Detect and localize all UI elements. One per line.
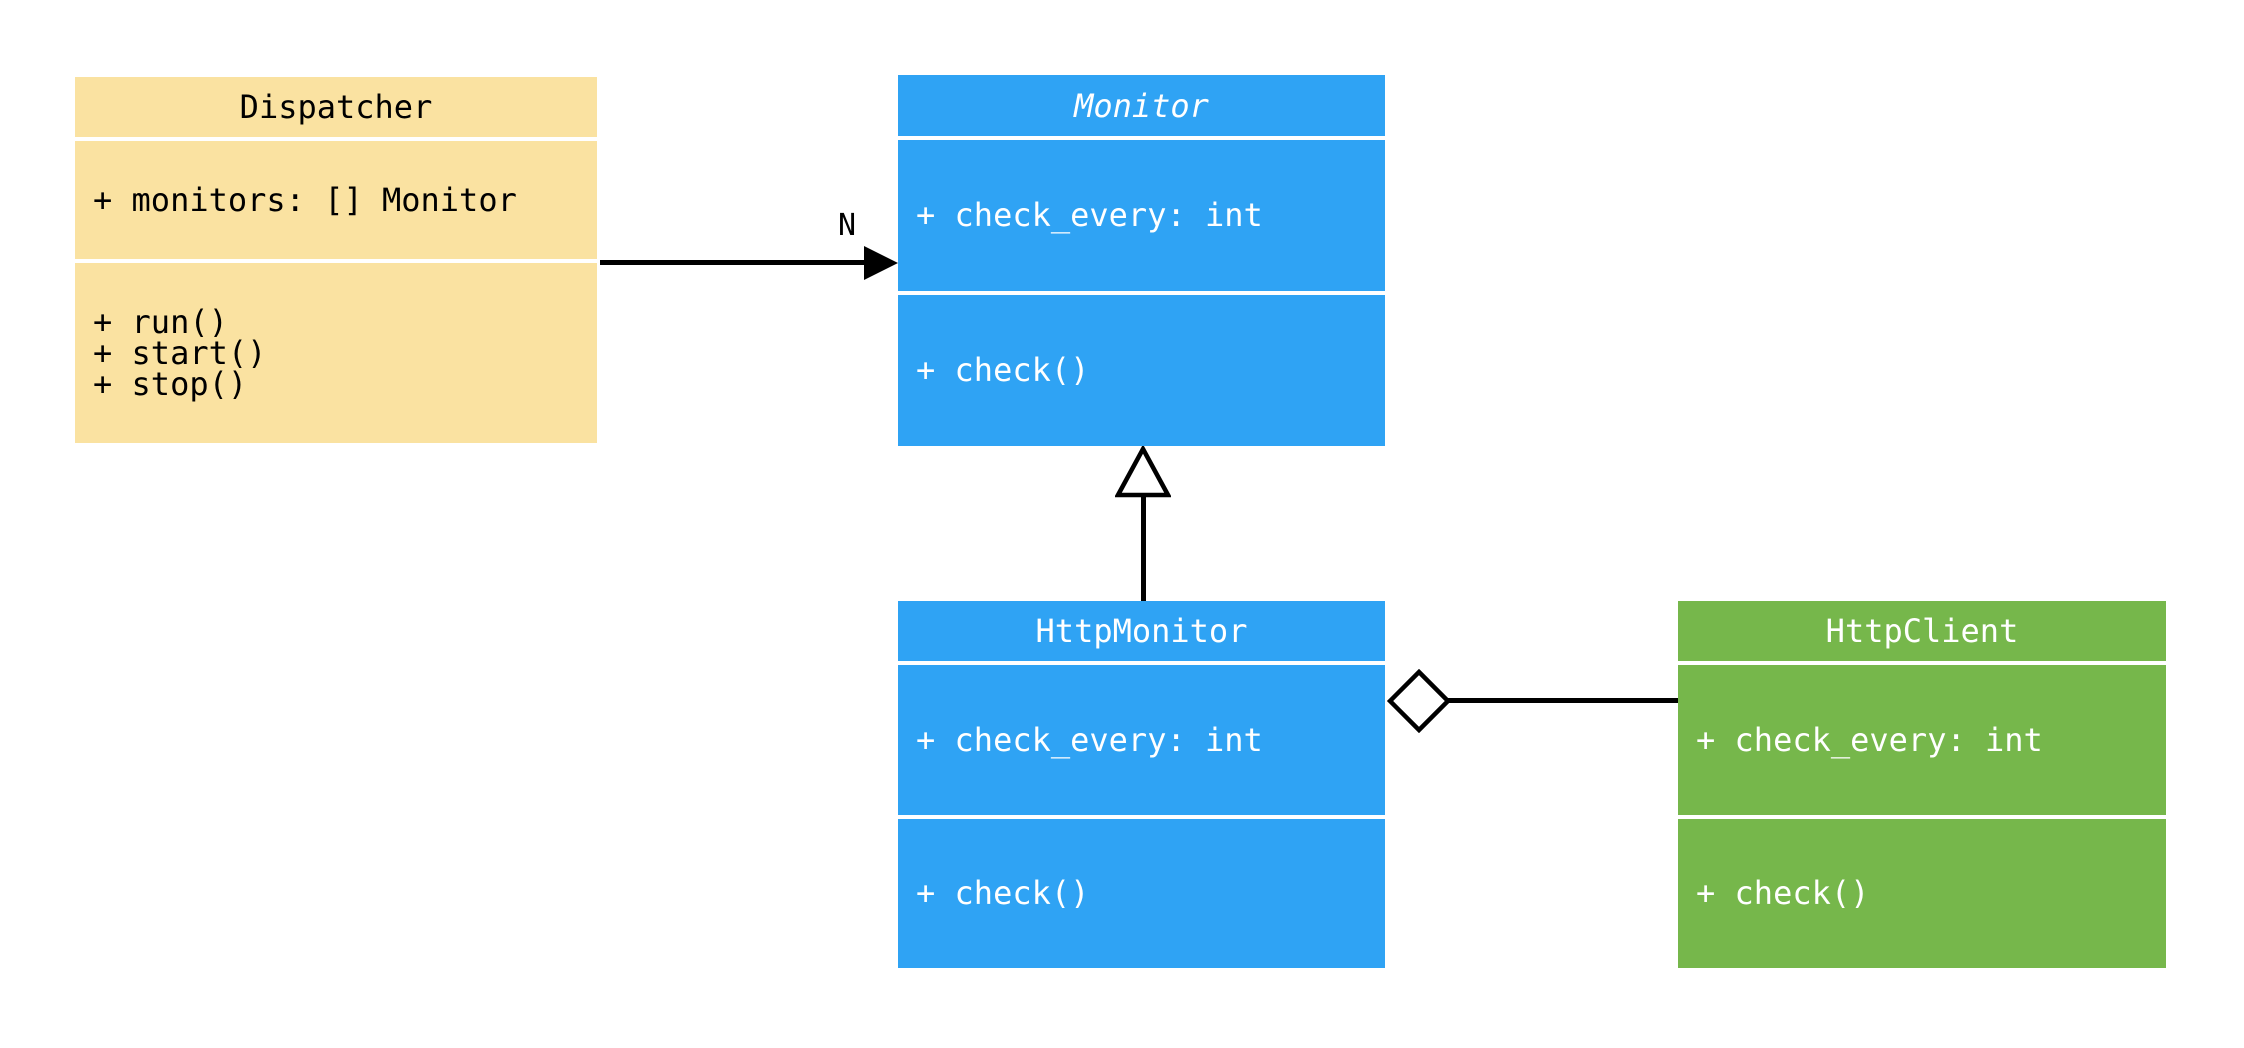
- class-method: + check(): [1696, 874, 1870, 912]
- multiplicity-label: N: [837, 208, 857, 243]
- aggregation-diamond-icon: [1387, 669, 1451, 733]
- class-attributes-monitor: + check_every: int: [898, 140, 1385, 291]
- class-method: + stop(): [93, 364, 248, 403]
- association-line-dispatcher-monitor: [600, 260, 866, 265]
- class-box-dispatcher: Dispatcher + monitors: [] Monitor + run(…: [75, 77, 597, 443]
- inheritance-line-httpmonitor-monitor: [1141, 497, 1146, 601]
- class-title-httpmonitor: HttpMonitor: [898, 601, 1385, 661]
- class-methods-dispatcher: + run() + start() + stop(): [75, 263, 597, 443]
- class-attributes-dispatcher: + monitors: [] Monitor: [75, 141, 597, 259]
- class-title-text: HttpMonitor: [1035, 612, 1248, 650]
- aggregation-line-httpmonitor-httpclient: [1448, 698, 1678, 703]
- class-methods-httpmonitor: + check(): [898, 819, 1385, 968]
- class-attribute: + monitors: [] Monitor: [93, 180, 517, 219]
- association-arrowhead-icon: [864, 246, 898, 280]
- class-title-text: HttpClient: [1825, 612, 2019, 650]
- class-attribute: + check_every: int: [916, 720, 1263, 759]
- class-method: + start(): [93, 333, 267, 372]
- class-attribute: + check_every: int: [916, 196, 1263, 234]
- class-box-monitor: Monitor + check_every: int + check(): [898, 75, 1385, 446]
- class-box-httpmonitor: HttpMonitor + check_every: int + check(): [898, 601, 1385, 968]
- class-title-dispatcher: Dispatcher: [75, 77, 597, 137]
- class-method: + run(): [93, 302, 228, 341]
- class-methods-monitor: + check(): [898, 295, 1385, 446]
- class-attribute: + check_every: int: [1696, 720, 2043, 759]
- class-title-monitor: Monitor: [898, 75, 1385, 136]
- class-methods-httpclient: + check(): [1678, 819, 2166, 968]
- class-title-httpclient: HttpClient: [1678, 601, 2166, 661]
- class-box-httpclient: HttpClient + check_every: int + check(): [1678, 601, 2166, 968]
- inheritance-triangle-icon: [1115, 446, 1171, 498]
- class-title-text: Dispatcher: [239, 88, 433, 126]
- class-attributes-httpmonitor: + check_every: int: [898, 665, 1385, 815]
- class-attributes-httpclient: + check_every: int: [1678, 665, 2166, 815]
- class-method: + check(): [916, 351, 1090, 389]
- class-title-text: Monitor: [1074, 86, 1209, 125]
- class-method: + check(): [916, 874, 1090, 912]
